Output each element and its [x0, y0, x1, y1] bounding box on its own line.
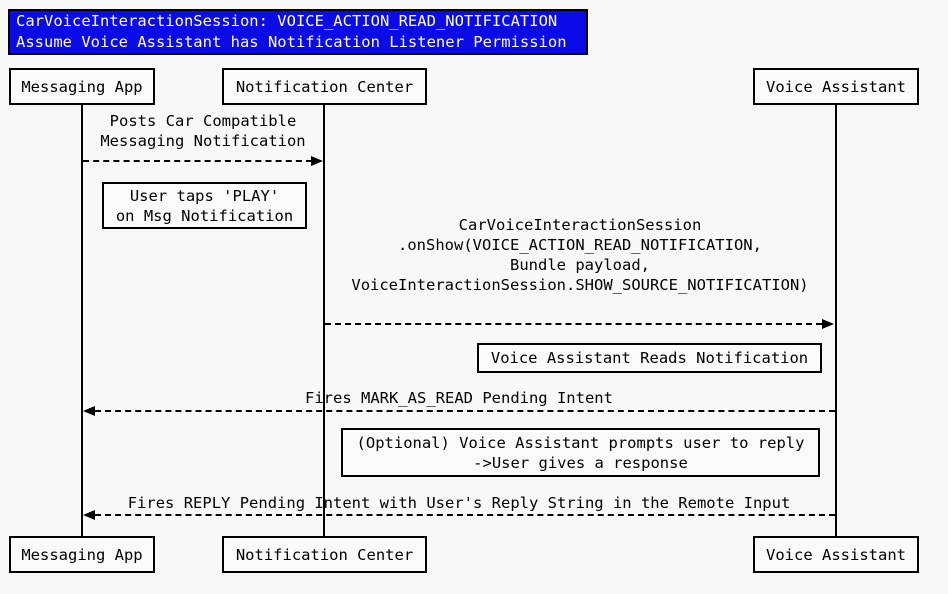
- message-1-arrowhead-icon: [311, 156, 323, 166]
- message-1-label-line: Posts Car Compatible: [109, 112, 297, 130]
- message-1-label: Posts Car Compatible Messaging Notificat…: [82, 111, 324, 151]
- participant-label: Notification Center: [235, 545, 414, 564]
- message-2-label-line: .onShow(VOICE_ACTION_READ_NOTIFICATION,: [398, 236, 762, 254]
- note-voice-assistant-reads: Voice Assistant Reads Notification: [477, 343, 822, 373]
- participant-notification-center-bottom: Notification Center: [222, 536, 427, 573]
- title-line-1: CarVoiceInteractionSession: VOICE_ACTION…: [16, 12, 558, 30]
- message-2-arrowhead-icon: [822, 319, 834, 329]
- message-4-label: Fires REPLY Pending Intent with User's R…: [89, 493, 829, 513]
- note-line: Voice Assistant Reads Notification: [490, 349, 809, 367]
- participant-label: Messaging App: [21, 77, 143, 96]
- participant-messaging-app-bottom: Messaging App: [9, 536, 155, 573]
- lifeline-voice-assistant: [835, 104, 837, 537]
- note-user-taps-play: User taps 'PLAY' on Msg Notification: [102, 182, 307, 229]
- lifeline-notification-center: [323, 104, 325, 537]
- participant-label: Voice Assistant: [766, 77, 906, 96]
- message-4-arrow-line: [95, 514, 835, 516]
- message-3-label: Fires MARK_AS_READ Pending Intent: [89, 388, 829, 408]
- message-2-arrow-line: [325, 323, 822, 325]
- participant-label: Voice Assistant: [766, 545, 906, 564]
- note-line: User taps 'PLAY': [129, 186, 280, 205]
- message-2-label-line: CarVoiceInteractionSession: [458, 216, 702, 234]
- participant-label: Notification Center: [235, 77, 414, 96]
- message-2-label-line: Bundle payload,: [510, 256, 650, 274]
- message-1-label-line: Messaging Notification: [100, 132, 306, 150]
- message-4-arrowhead-icon: [83, 510, 95, 520]
- message-4-label-line: Fires REPLY Pending Intent with User's R…: [127, 494, 791, 512]
- note-optional-reply-prompt: (Optional) Voice Assistant prompts user …: [341, 428, 820, 477]
- participant-label: Messaging App: [21, 545, 143, 564]
- message-2-label: CarVoiceInteractionSession .onShow(VOICE…: [320, 215, 840, 295]
- note-line: (Optional) Voice Assistant prompts user …: [356, 433, 805, 452]
- diagram-title: CarVoiceInteractionSession: VOICE_ACTION…: [8, 9, 588, 55]
- note-line: on Msg Notification: [115, 206, 294, 225]
- participant-voice-assistant-top: Voice Assistant: [753, 68, 919, 105]
- participant-notification-center-top: Notification Center: [222, 68, 427, 105]
- lifeline-messaging-app: [81, 104, 83, 537]
- message-2-label-line: VoiceInteractionSession.SHOW_SOURCE_NOTI…: [351, 276, 809, 294]
- title-line-2: Assume Voice Assistant has Notification …: [16, 33, 567, 51]
- participant-messaging-app-top: Messaging App: [9, 68, 155, 105]
- participant-voice-assistant-bottom: Voice Assistant: [753, 536, 919, 573]
- message-3-arrow-line: [95, 410, 835, 412]
- message-3-arrowhead-icon: [83, 406, 95, 416]
- message-3-label-line: Fires MARK_AS_READ Pending Intent: [305, 389, 613, 407]
- note-line: ->User gives a response: [473, 453, 688, 472]
- message-1-arrow-line: [83, 160, 312, 162]
